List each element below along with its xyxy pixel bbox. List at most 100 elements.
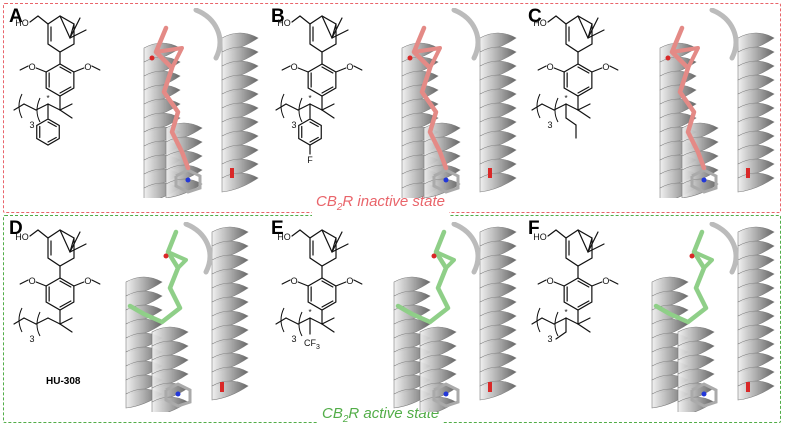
gem-dimethyl-bond [69, 231, 81, 253]
terpene-ring [309, 15, 337, 53]
tail-bond [555, 331, 567, 340]
repeat-count: 3 [29, 334, 34, 344]
aromatic-double-bond [577, 86, 590, 94]
gem-dimethyl-bond [331, 231, 343, 253]
chain-bond [309, 103, 323, 111]
methoxy-oxygen-left: O [29, 276, 36, 286]
fluorine-label: F [307, 155, 313, 165]
methyl-bond [59, 317, 73, 325]
receptor-render-c [659, 8, 775, 198]
methyl-bond [537, 279, 547, 285]
chain-bond [565, 317, 579, 325]
ligand-ring-sticks [155, 46, 184, 69]
receptor-render-a [143, 8, 259, 198]
aromatic-double-bond [577, 280, 590, 288]
aromatic-double-bond [309, 121, 319, 128]
hydroxymethyl-bond [291, 229, 301, 237]
nitrogen-atom [443, 177, 449, 183]
methyl-bond [577, 109, 591, 119]
hydroxymethyl-bond [291, 15, 301, 23]
methoxy-bond [73, 281, 85, 287]
stereocenter-marker: * [564, 94, 567, 103]
oxygen-atom [746, 382, 750, 392]
aryl-ring [563, 277, 593, 311]
bridge-bond [59, 229, 71, 253]
ligand-sticks [669, 25, 707, 171]
aromatic-double-bond [321, 86, 334, 94]
methyl-bond [59, 103, 73, 111]
inactive-state-label: CB2R inactive state [312, 194, 449, 216]
aryl-ring [563, 63, 593, 97]
active-state-label: CB2R active state [318, 406, 444, 428]
panel-letter-d: D [9, 218, 23, 239]
methoxy-oxygen-right: O [346, 276, 353, 286]
hydroxyl-label: HO [15, 18, 29, 28]
aromatic-double-bond [47, 121, 57, 128]
methoxy-oxygen-left: O [547, 276, 554, 286]
repeat-bracket [280, 307, 285, 333]
loop-ribbon [451, 222, 481, 275]
methyl-bond [609, 279, 619, 285]
helix-ribbon-turn [737, 380, 775, 401]
methoxy-bond [553, 67, 565, 73]
chain-bond [23, 317, 37, 325]
ligand-sticks [411, 25, 449, 171]
gem-dimethyl-bond [69, 243, 87, 253]
oxygen-atom [746, 168, 750, 178]
chain-bond [297, 103, 311, 111]
methyl-bond [59, 323, 73, 333]
aromatic-double-bond [59, 300, 72, 308]
ligand-oxygen-atom [163, 253, 169, 259]
nitrogen-atom [701, 391, 707, 397]
bridge-bond [321, 15, 333, 39]
methyl-bond [577, 323, 591, 333]
gem-dimethyl-bond [331, 17, 343, 39]
methoxy-oxygen-right: O [84, 276, 91, 286]
aromatic-double-bond [577, 300, 590, 308]
gem-dimethyl-bond [587, 29, 605, 39]
methoxy-bond [297, 67, 309, 73]
ligand-ring-sticks [435, 250, 456, 270]
trifluoromethyl-label: CF3 [304, 338, 320, 351]
oxygen-atom [220, 382, 224, 392]
methoxy-oxygen-left: O [547, 62, 554, 72]
gem-dimethyl-bond [69, 17, 81, 39]
chain-bond [47, 317, 61, 325]
repeat-bracket [554, 311, 559, 337]
oxygen-atom [488, 168, 492, 178]
terpene-ring [47, 229, 75, 267]
methoxy-oxygen-right: O [84, 62, 91, 72]
aryl-ring [45, 63, 75, 97]
compound-name-hu-308: HU-308 [46, 376, 81, 387]
repeat-bracket [36, 97, 41, 123]
repeat-bracket [298, 97, 303, 123]
methyl-bond [91, 65, 101, 71]
panel-letter-a: A [9, 6, 23, 27]
methyl-bond [59, 109, 73, 119]
methoxy-oxygen-left: O [291, 62, 298, 72]
receptor-render-b [401, 8, 517, 198]
chain-bond [297, 317, 311, 325]
methoxy-oxygen-left: O [291, 276, 298, 286]
methyl-bond [281, 279, 291, 285]
loop-ribbon [183, 222, 213, 275]
hydroxymethyl-bond [29, 229, 39, 237]
methyl-bond [321, 103, 335, 111]
gem-dimethyl-bond [69, 29, 87, 39]
hydroxymethyl-bond [37, 15, 49, 25]
aromatic-double-bond [309, 136, 319, 143]
loop-ribbon [709, 8, 739, 61]
panel-letter-f: F [528, 218, 540, 239]
stereocenter-marker: * [308, 94, 311, 103]
hydroxymethyl-bond [37, 229, 49, 239]
ligand-oxygen-atom [431, 253, 437, 259]
panel-letter-c: C [528, 6, 542, 27]
aryl-ring [307, 277, 337, 311]
methoxy-bond [35, 281, 47, 287]
repeat-bracket [36, 311, 41, 337]
methyl-bond [577, 317, 591, 325]
